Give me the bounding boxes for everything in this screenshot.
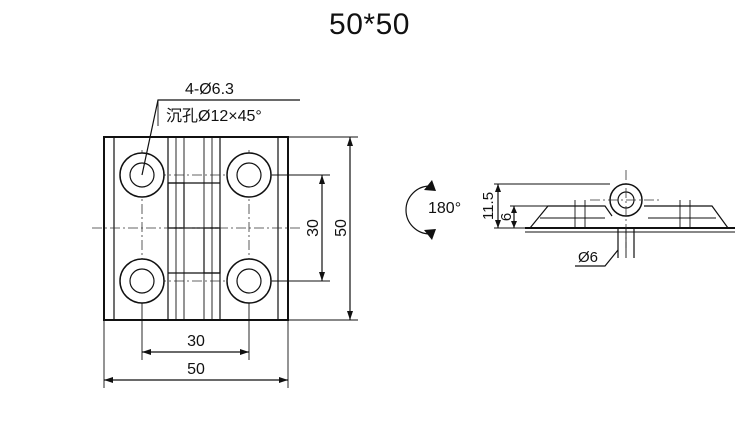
dim30h-arrow-right (240, 349, 249, 355)
dim30v-arrow-top (319, 175, 325, 184)
dim-horizontal-inner: 30 (187, 333, 205, 350)
dim6-arrow-bottom (511, 221, 517, 228)
dim50v-arrow-bottom (347, 311, 353, 320)
countersink-label: 沉孔Ø12×45° (166, 107, 262, 125)
hole-count-label: 4-Ø6.3 (185, 81, 234, 98)
rotation-symbol: 180° (405, 180, 461, 240)
pin-diameter-label: Ø6 (578, 249, 598, 266)
drawing-title: 50*50 (329, 8, 410, 41)
dim50h-arrow-left (104, 377, 113, 383)
dim50v-arrow-top (347, 137, 353, 146)
dim-vertical-outer: 50 (333, 219, 350, 237)
dim30h-arrow-left (142, 349, 151, 355)
hole-bottom-right (226, 258, 272, 304)
dim-thickness-label: 6 (498, 213, 515, 221)
dim50h-arrow-right (279, 377, 288, 383)
rotation-label: 180° (428, 200, 461, 217)
pin-leader (575, 249, 619, 267)
rotation-arc (405, 185, 431, 235)
right-leaf-outline (644, 205, 729, 229)
rotation-arrow-bottom (424, 229, 436, 240)
dim115-arrow-bottom (495, 220, 501, 228)
left-leaf-outline (529, 205, 613, 229)
rotation-arrow-top (424, 180, 436, 191)
hole-bottom-left (119, 258, 165, 304)
dim30v-arrow-bottom (319, 272, 325, 281)
dim6-arrow-top (511, 206, 517, 213)
dim115-arrow-top (495, 184, 501, 192)
dim-vertical-inner: 30 (305, 219, 322, 237)
dim-height-label: 11.5 (480, 192, 497, 220)
side-view: 11.5 6 Ø6 (480, 170, 735, 267)
front-view: 4-Ø6.3 沉孔Ø12×45° 30 50 30 (92, 81, 358, 388)
dim-horizontal-outer: 50 (187, 361, 205, 378)
hole-top-right (226, 152, 272, 198)
